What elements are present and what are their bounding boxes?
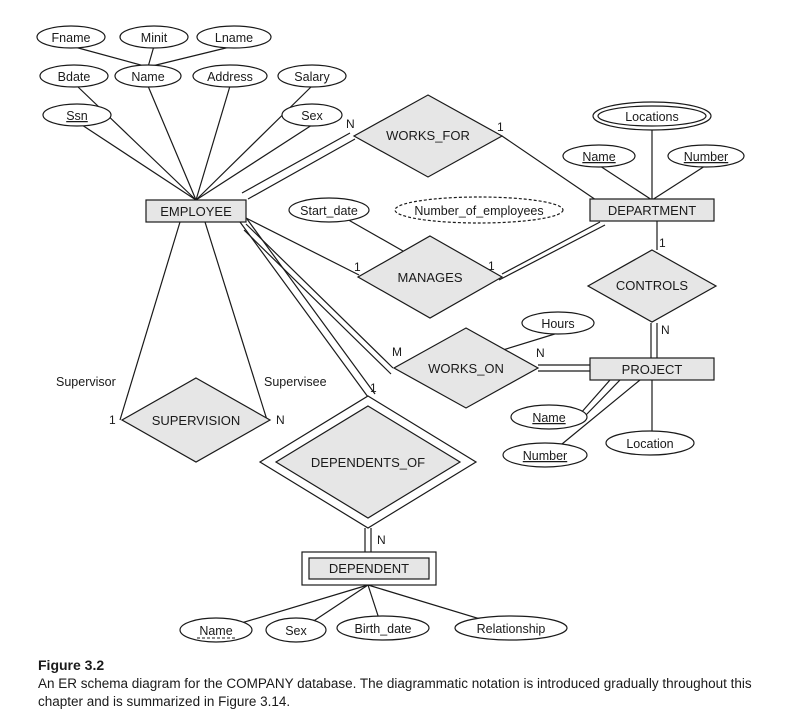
card-works-for-employee: N: [346, 117, 355, 131]
figure-caption: Figure 3.2 An ER schema diagram for the …: [38, 657, 768, 711]
svg-text:Hours: Hours: [541, 317, 574, 331]
card-manages-employee: 1: [354, 260, 361, 274]
weak-entity-dependent: DEPENDENT: [301, 551, 437, 586]
svg-text:Locations: Locations: [625, 110, 679, 124]
figure-label: Figure 3.2: [38, 657, 105, 673]
card-dependents-of-dependent: N: [377, 533, 386, 547]
svg-text:SUPERVISION: SUPERVISION: [152, 413, 241, 428]
attribute-location: Location: [605, 430, 695, 456]
card-works-for-department: 1: [497, 120, 504, 134]
svg-text:Location: Location: [626, 437, 673, 451]
svg-text:EMPLOYEE: EMPLOYEE: [160, 204, 232, 219]
key-attribute-project-name: Name: [510, 404, 588, 430]
entity-employee: EMPLOYEE: [145, 199, 247, 223]
card-manages-department: 1: [488, 259, 495, 273]
attribute-bdate: Bdate: [39, 64, 109, 88]
identifying-relationship-dependents-of: DEPENDENTS_OF: [258, 395, 478, 529]
relationship-works-for: WORKS_FOR: [352, 94, 504, 178]
svg-text:Name: Name: [199, 624, 232, 638]
svg-text:Ssn: Ssn: [66, 109, 88, 123]
card-works-on-employee: M: [392, 345, 402, 359]
key-attribute-ssn: Ssn: [42, 103, 112, 127]
entity-project: PROJECT: [589, 357, 715, 381]
key-attribute-project-number: Number: [502, 442, 588, 468]
attribute-sex: Sex: [281, 103, 343, 127]
relationship-works-on: WORKS_ON: [392, 327, 540, 409]
er-diagram: EMPLOYEE DEPARTMENT PROJECT DEPENDENT WO…: [36, 25, 745, 643]
cardinality-labels: N 1 1 1 1 N M N 1 N 1 N: [109, 117, 670, 547]
relationship-controls: CONTROLS: [586, 249, 718, 323]
svg-text:Name: Name: [582, 150, 615, 164]
svg-text:Number: Number: [523, 449, 567, 463]
svg-text:Sex: Sex: [285, 624, 307, 638]
svg-text:DEPENDENTS_OF: DEPENDENTS_OF: [311, 455, 425, 470]
svg-text:MANAGES: MANAGES: [397, 270, 462, 285]
composite-attribute-name: Name: [114, 64, 182, 88]
svg-text:Number_of_employees: Number_of_employees: [414, 204, 543, 218]
attribute-relationship: Relationship: [454, 615, 568, 641]
svg-text:WORKS_FOR: WORKS_FOR: [386, 128, 470, 143]
svg-text:Address: Address: [207, 70, 253, 84]
svg-text:Minit: Minit: [141, 31, 168, 45]
card-supervision-supervisor: 1: [109, 413, 116, 427]
svg-text:CONTROLS: CONTROLS: [616, 278, 689, 293]
svg-text:Number: Number: [684, 150, 728, 164]
card-controls-project: N: [661, 323, 670, 337]
svg-text:PROJECT: PROJECT: [622, 362, 683, 377]
card-controls-department: 1: [659, 236, 666, 250]
svg-text:Salary: Salary: [294, 70, 330, 84]
svg-text:WORKS_ON: WORKS_ON: [428, 361, 504, 376]
partial-key-attribute-dependent-name: Name: [179, 617, 253, 643]
figure-caption-text: An ER schema diagram for the COMPANY dat…: [38, 676, 752, 709]
entity-department: DEPARTMENT: [589, 198, 715, 222]
attribute-salary: Salary: [277, 64, 347, 88]
svg-text:Birth_date: Birth_date: [355, 622, 412, 636]
svg-text:Name: Name: [532, 411, 565, 425]
card-works-on-project: N: [536, 346, 545, 360]
card-supervision-supervisee: N: [276, 413, 285, 427]
attribute-hours: Hours: [521, 311, 595, 335]
attribute-fname: Fname: [36, 25, 106, 49]
svg-text:DEPARTMENT: DEPARTMENT: [608, 203, 696, 218]
key-attribute-department-name: Name: [562, 144, 636, 168]
role-supervisee: Supervisee: [264, 375, 327, 389]
card-dependents-of-employee: 1: [370, 381, 377, 395]
attribute-dependent-sex: Sex: [265, 617, 327, 643]
svg-text:Sex: Sex: [301, 109, 323, 123]
attribute-address: Address: [192, 64, 268, 88]
attribute-lname: Lname: [196, 25, 272, 49]
key-attribute-department-number: Number: [667, 144, 745, 168]
svg-text:Fname: Fname: [52, 31, 91, 45]
multivalued-attribute-locations: Locations: [592, 101, 712, 131]
attribute-minit: Minit: [119, 25, 189, 49]
svg-text:Name: Name: [131, 70, 164, 84]
svg-text:DEPENDENT: DEPENDENT: [329, 561, 409, 576]
svg-text:Bdate: Bdate: [58, 70, 91, 84]
svg-text:Lname: Lname: [215, 31, 253, 45]
relationship-supervision: SUPERVISION: [120, 377, 272, 463]
derived-attribute-number-of-employees: Number_of_employees: [394, 196, 564, 224]
svg-text:Start_date: Start_date: [300, 204, 358, 218]
relationship-manages: MANAGES: [356, 235, 504, 319]
svg-text:Relationship: Relationship: [477, 622, 546, 636]
attribute-birth-date: Birth_date: [336, 615, 430, 641]
attribute-start-date: Start_date: [288, 197, 370, 223]
role-supervisor: Supervisor: [56, 375, 116, 389]
